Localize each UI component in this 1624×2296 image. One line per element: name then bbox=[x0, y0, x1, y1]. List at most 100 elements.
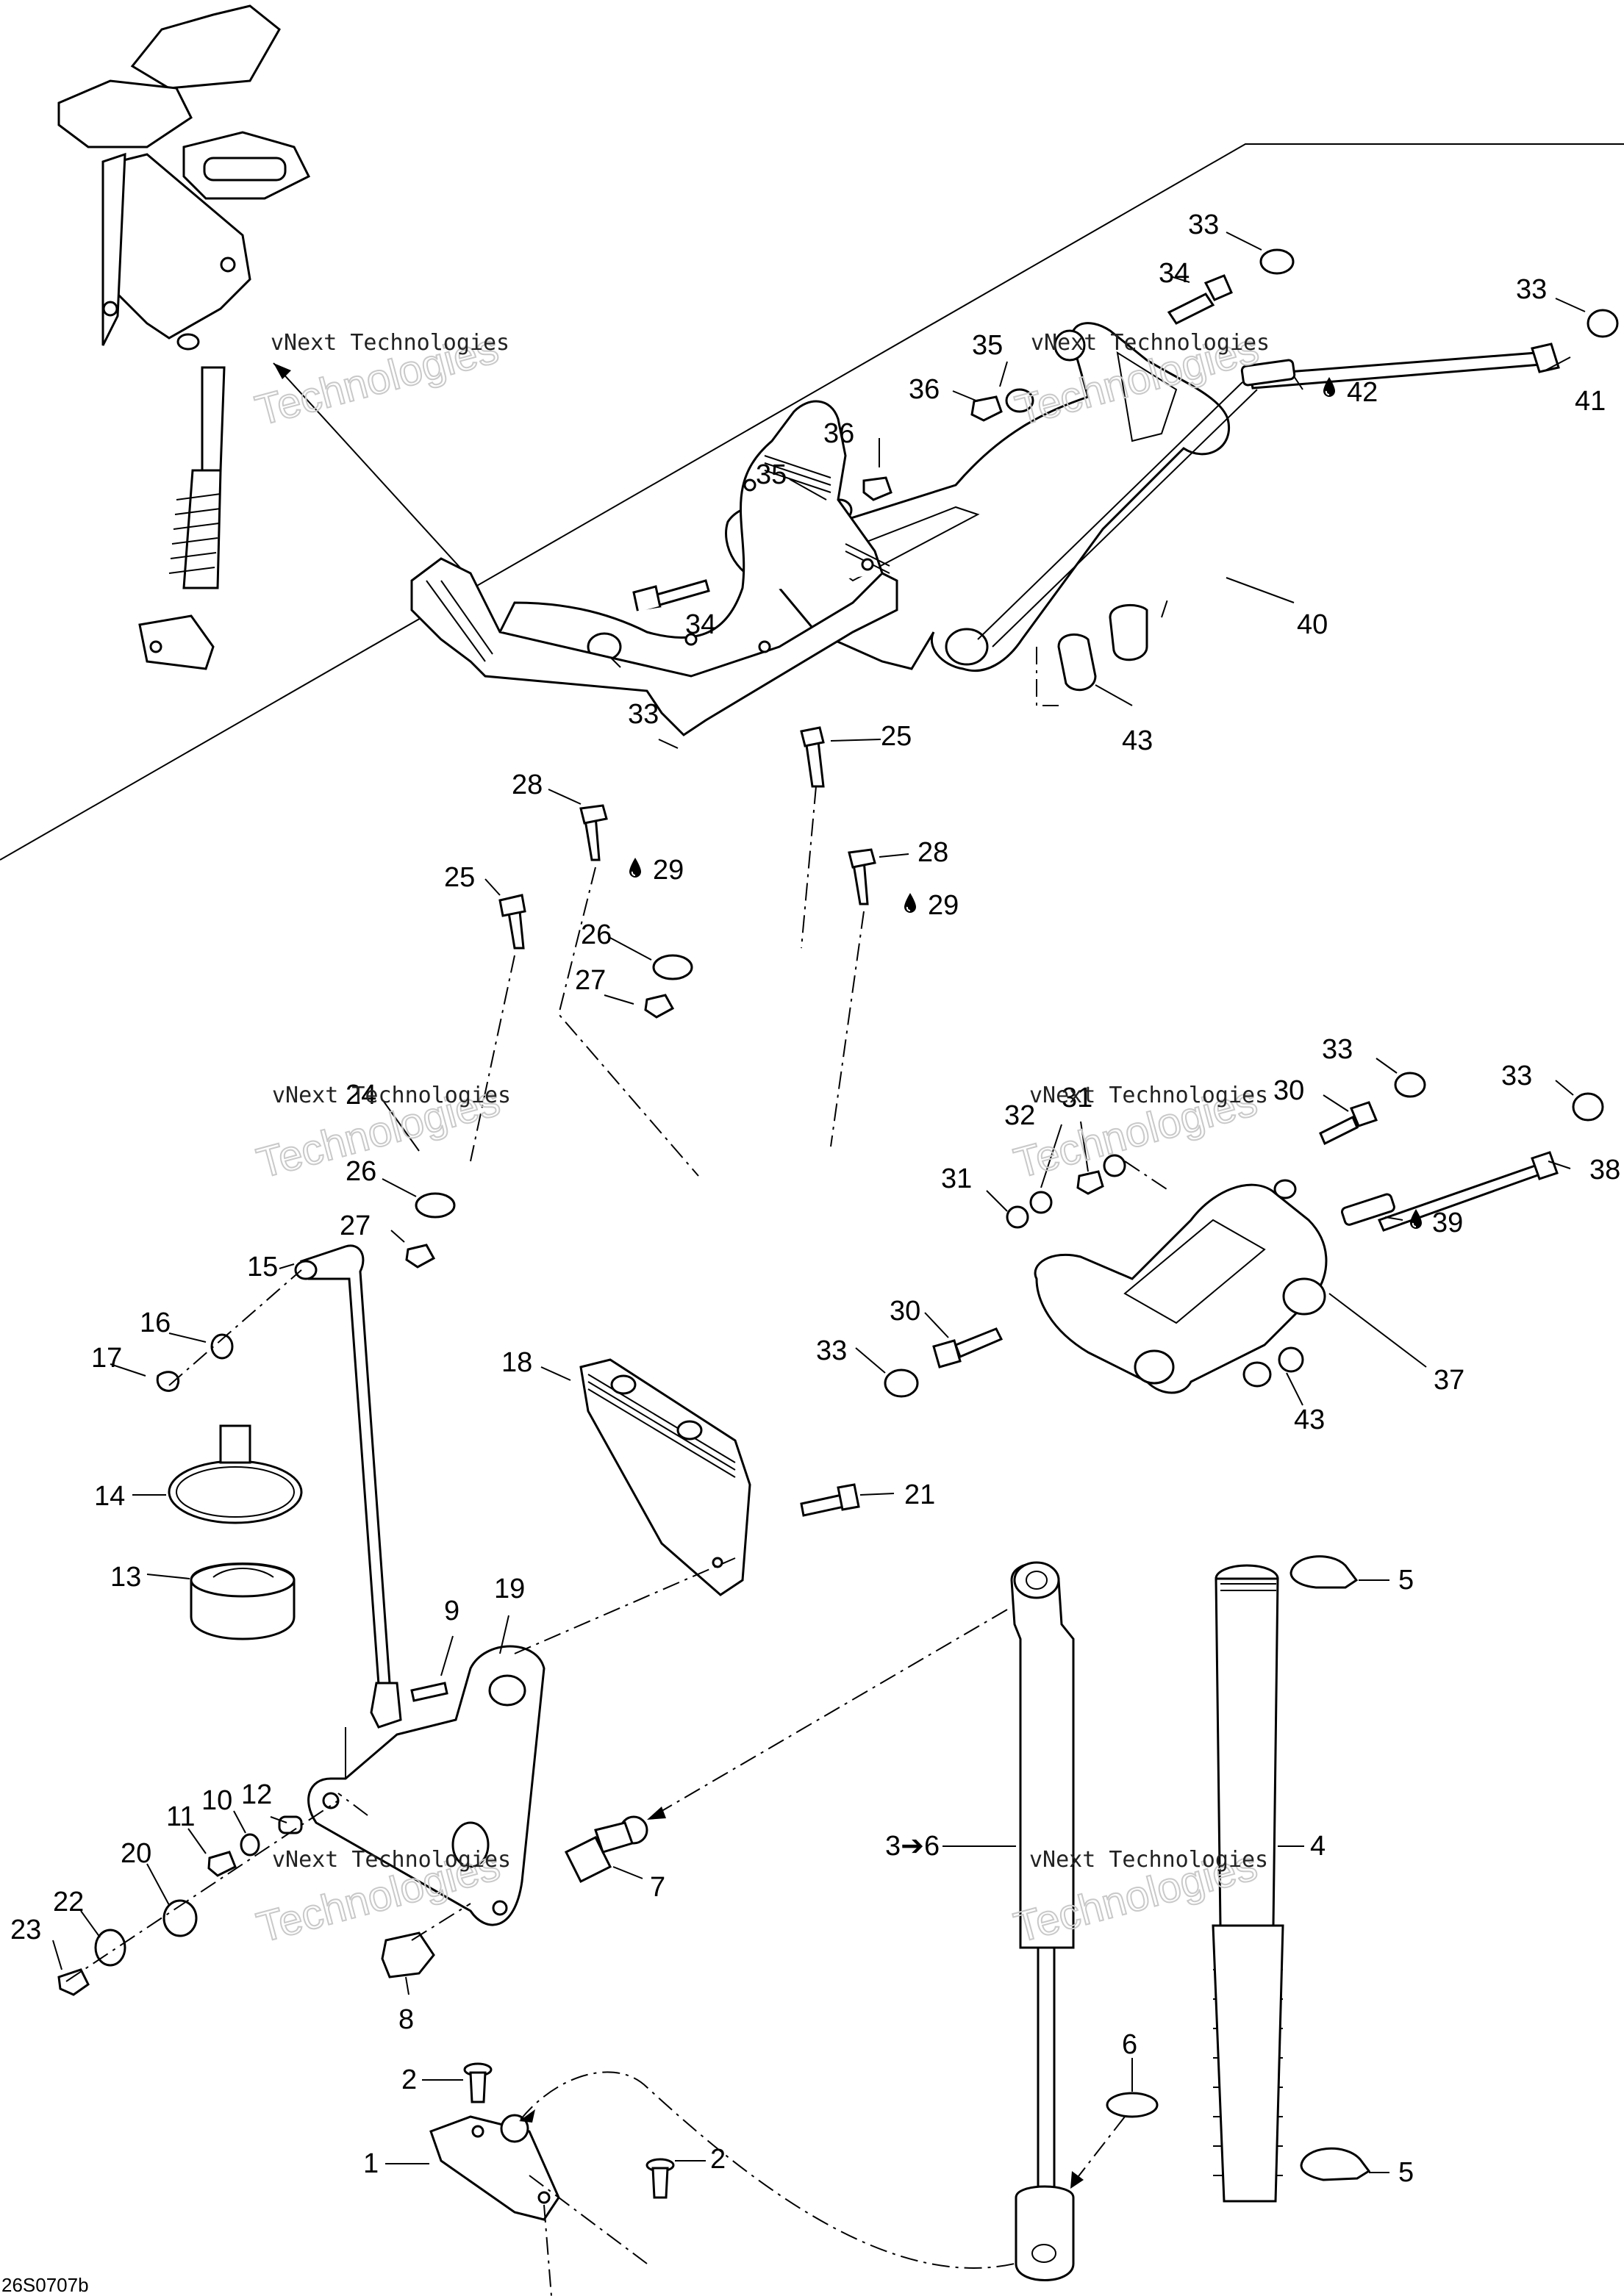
bracket-hardware-axis bbox=[65, 1800, 339, 1982]
part-2-push-pin-a bbox=[463, 2062, 493, 2103]
callout-33: 33 bbox=[1188, 209, 1219, 240]
callout-3-to-6: 3➔6 bbox=[885, 1831, 940, 1862]
part-1-lower-bracket bbox=[429, 2114, 648, 2296]
part-43-bushings-upper bbox=[1036, 595, 1170, 706]
washer-arrowhead bbox=[1070, 2171, 1084, 2189]
callout-11: 11 bbox=[166, 1801, 195, 1832]
part-41-long-bolt bbox=[1248, 342, 1560, 390]
callout-30: 30 bbox=[890, 1296, 920, 1327]
locator-arrow bbox=[273, 362, 473, 581]
callout-31: 31 bbox=[1062, 1083, 1092, 1113]
part-38-long-bolt bbox=[1377, 1151, 1559, 1232]
callout-22: 22 bbox=[53, 1887, 84, 1917]
part-10-washer bbox=[240, 1833, 260, 1856]
part-15-link-rod bbox=[294, 1244, 402, 1729]
part-9-bolt bbox=[410, 1682, 448, 1702]
section-divider-line bbox=[0, 143, 1624, 861]
part-39-sleeve bbox=[1341, 1193, 1395, 1226]
callout-35: 35 bbox=[756, 459, 787, 490]
callout-30: 30 bbox=[1273, 1075, 1304, 1106]
stud-arrowhead bbox=[647, 1807, 666, 1820]
part-8-axis bbox=[411, 1903, 471, 1941]
callout-41: 41 bbox=[1575, 386, 1606, 417]
callout-15: 15 bbox=[247, 1252, 278, 1282]
callout-17: 17 bbox=[91, 1343, 122, 1374]
part-33-cap-f bbox=[884, 1368, 919, 1398]
callout-14: 14 bbox=[94, 1481, 125, 1512]
part-22-washer bbox=[94, 1929, 126, 1967]
part-37-lower-arm bbox=[1034, 1179, 1328, 1394]
bracket-bolt-axis bbox=[337, 1793, 368, 1816]
watermark-text: vNext Technologies bbox=[271, 330, 509, 356]
callout-29: 29 bbox=[928, 890, 959, 921]
part-2-push-pin-b bbox=[645, 2158, 675, 2199]
part-31-32-fasteners bbox=[1006, 1154, 1170, 1229]
part-11-nut bbox=[207, 1851, 237, 1877]
callout-5: 5 bbox=[1398, 2157, 1414, 2188]
part-34-bolt-a bbox=[1167, 274, 1233, 325]
part-33-cap-e bbox=[1572, 1092, 1604, 1122]
callout-19: 19 bbox=[494, 1574, 525, 1604]
callout-9: 9 bbox=[444, 1596, 459, 1626]
callout-16: 16 bbox=[140, 1307, 171, 1338]
callout-4: 4 bbox=[1310, 1831, 1326, 1862]
washer-to-spring-line bbox=[1073, 2116, 1126, 2184]
part-4-protective-boot bbox=[1212, 1564, 1284, 2203]
part-16-17-axis bbox=[168, 1269, 302, 1386]
part-23-nut bbox=[57, 1968, 90, 1996]
part-30-bolt-a bbox=[1319, 1101, 1378, 1146]
part-33-cap-d bbox=[1394, 1072, 1426, 1098]
callout-10: 10 bbox=[201, 1785, 232, 1816]
callout-27: 27 bbox=[340, 1210, 371, 1241]
part-5-clamp-lower bbox=[1300, 2147, 1371, 2181]
part-33-cap-a bbox=[1259, 248, 1295, 275]
callout-28: 28 bbox=[512, 769, 543, 800]
watermark-text: vNext Technologies bbox=[1029, 1847, 1268, 1873]
part-13-grommet bbox=[190, 1563, 296, 1640]
callout-33: 33 bbox=[1501, 1061, 1532, 1091]
part-14-band-clamp bbox=[168, 1424, 303, 1524]
suspension-context-illustration bbox=[57, 4, 311, 670]
callout-21: 21 bbox=[904, 1479, 935, 1510]
part-3-gas-spring bbox=[1010, 1561, 1075, 2281]
part-8-nut bbox=[381, 1931, 435, 1978]
part-42-sleeve bbox=[1240, 359, 1296, 387]
callout-2: 2 bbox=[710, 2144, 726, 2175]
gas-spring-to-stud-line bbox=[654, 1609, 1008, 1816]
callout-36: 36 bbox=[909, 374, 940, 405]
callout-34: 34 bbox=[1159, 258, 1190, 289]
callout-32: 32 bbox=[1004, 1100, 1035, 1131]
callout-43: 43 bbox=[1122, 725, 1153, 756]
part-12-spacer bbox=[278, 1815, 303, 1834]
callout-25: 25 bbox=[444, 862, 475, 893]
part-26-27-washers bbox=[405, 954, 693, 1269]
callout-26: 26 bbox=[346, 1156, 376, 1187]
part-20-bushing bbox=[162, 1899, 198, 1937]
callout-36: 36 bbox=[823, 418, 854, 449]
callout-29: 29 bbox=[653, 855, 684, 886]
diagram-reference-code: 26S0707b bbox=[1, 2274, 89, 2296]
callout-39: 39 bbox=[1432, 1208, 1463, 1238]
part-16-washer bbox=[210, 1333, 234, 1360]
callout-13: 13 bbox=[110, 1562, 141, 1593]
callout-24: 24 bbox=[346, 1080, 376, 1111]
callout-5: 5 bbox=[1398, 1565, 1414, 1596]
callout-6: 6 bbox=[1122, 2029, 1137, 2060]
part-24-mount-plate bbox=[410, 400, 898, 736]
callout-26: 26 bbox=[581, 919, 612, 950]
part-6-washer bbox=[1106, 2092, 1159, 2118]
callout-40: 40 bbox=[1297, 609, 1328, 640]
part-40-upper-arm bbox=[725, 322, 1258, 672]
part-30-bolt-b bbox=[932, 1327, 1004, 1368]
callout-33: 33 bbox=[816, 1335, 847, 1366]
part-7-ball-stud bbox=[564, 1815, 648, 1884]
lubricant-drop-icon bbox=[904, 892, 917, 914]
callout-35: 35 bbox=[972, 330, 1003, 361]
part-34-bolt-b bbox=[632, 579, 710, 614]
part-21-bolt bbox=[800, 1483, 860, 1517]
callout-33: 33 bbox=[1322, 1034, 1353, 1065]
lower-bracket-arrowhead bbox=[519, 2109, 535, 2123]
callout-numbers: 33 34 35 36 36 35 33 41 42 40 43 34 33 2… bbox=[10, 209, 1620, 2188]
callout-8: 8 bbox=[398, 2004, 414, 2035]
